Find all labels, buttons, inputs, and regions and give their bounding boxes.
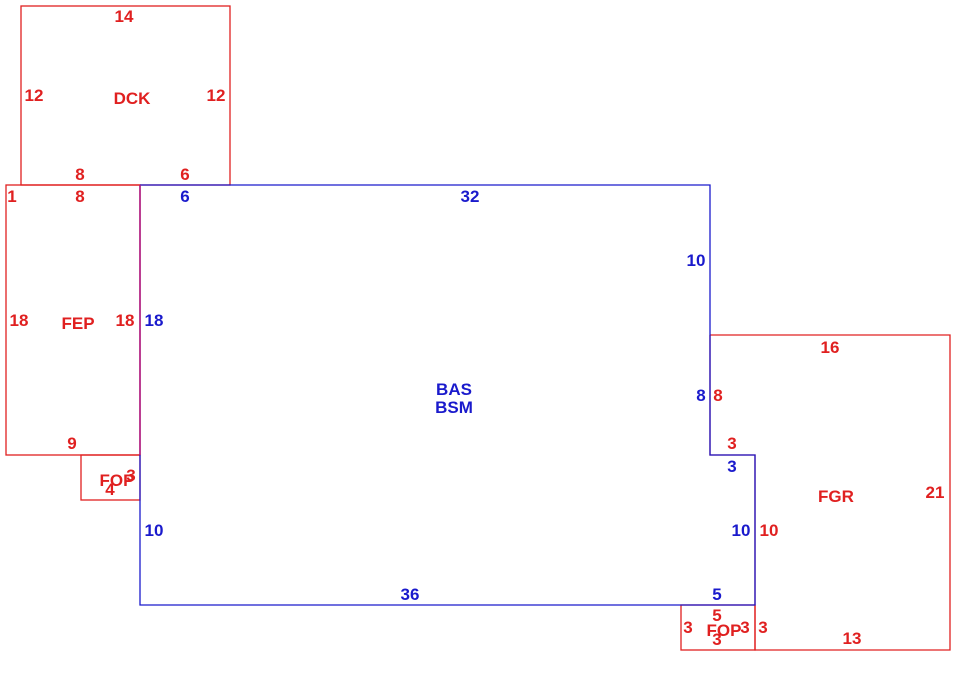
dim-fgr-right: 21 <box>926 483 945 502</box>
dim-fop-bottom-bottom: 3 <box>712 630 721 649</box>
area-label-dck: DCK <box>114 89 152 108</box>
dim-bas-top-b: 32 <box>461 187 480 206</box>
dim-fop-left-a: 4 <box>105 480 115 499</box>
dim-fgr-bottom-left: 3 <box>758 618 767 637</box>
dim-fep-bottom: 9 <box>67 434 76 453</box>
area-label-bsm: BSM <box>435 398 473 417</box>
dim-fgr-step: 3 <box>727 434 736 453</box>
dim-fep-top-a: 1 <box>7 187 16 206</box>
dim-fop-bottom-right: 3 <box>740 618 749 637</box>
dim-fep-top-b: 8 <box>75 187 84 206</box>
dim-fgr-left-lower: 10 <box>760 521 779 540</box>
dim-dck-bottom-b: 6 <box>180 165 189 184</box>
area-label-fop-left: FOP <box>100 471 135 490</box>
area-label-bas: BAS <box>436 380 472 399</box>
dim-bas-left-lower: 10 <box>145 521 164 540</box>
dim-fop-bottom-left: 3 <box>683 618 692 637</box>
dim-dck-right: 12 <box>207 86 226 105</box>
dim-bas-right-lower: 10 <box>732 521 751 540</box>
dim-fgr-left-upper: 8 <box>713 386 722 405</box>
dim-bas-top-a: 6 <box>180 187 189 206</box>
dim-bas-bottom-right: 5 <box>712 585 721 604</box>
bas-outline <box>139 184 756 606</box>
dim-fep-right: 18 <box>116 311 135 330</box>
dim-dck-left: 12 <box>25 86 44 105</box>
dim-dck-top: 14 <box>115 7 134 26</box>
dim-fop-left-b: 3 <box>126 466 135 485</box>
dim-bas-step: 3 <box>727 457 736 476</box>
dim-fep-left: 18 <box>10 311 29 330</box>
area-label-fgr: FGR <box>818 487 854 506</box>
area-label-fep: FEP <box>61 314 94 333</box>
dim-dck-bottom-a: 8 <box>75 165 84 184</box>
dim-fgr-top: 16 <box>821 338 840 357</box>
dim-fgr-bottom: 13 <box>843 629 862 648</box>
dim-bas-left-upper: 18 <box>145 311 164 330</box>
dim-fop-bottom-top: 5 <box>712 606 721 625</box>
dim-bas-right-mid: 8 <box>696 386 705 405</box>
area-label-fop-bottom: FOP <box>707 621 742 640</box>
dim-bas-right-upper: 10 <box>687 251 706 270</box>
dim-bas-bottom: 36 <box>401 585 420 604</box>
